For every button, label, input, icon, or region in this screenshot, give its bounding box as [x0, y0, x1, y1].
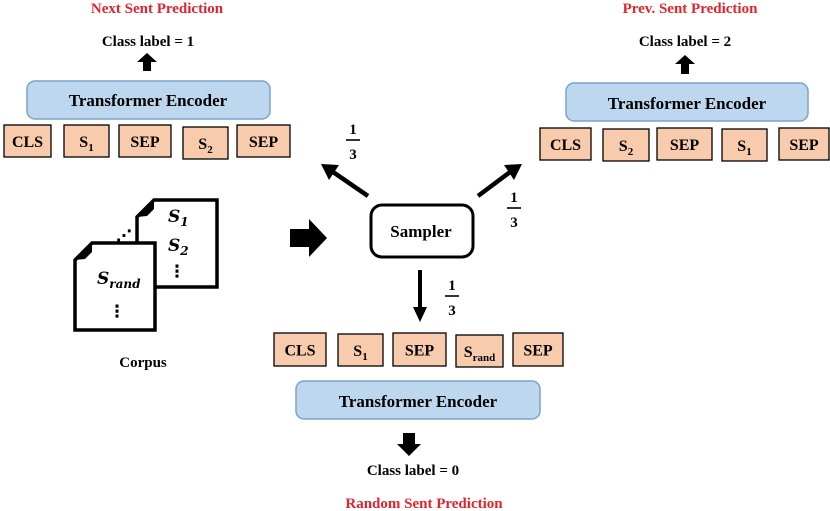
- token-box: [118, 124, 172, 158]
- corpus-back-corner-dots: ⋰: [116, 226, 132, 245]
- next-sent-up-arrow: [137, 53, 157, 71]
- token-box: [602, 128, 650, 162]
- token-box: [63, 124, 110, 158]
- prob-right-denominator: 3: [510, 215, 518, 231]
- random-sent-down-arrow: [397, 433, 421, 456]
- sampler-arrow-right-head: [504, 164, 522, 180]
- prev-sent-panel: Prev. Sent Prediction Class label = 2 Tr…: [539, 1, 830, 162]
- sampler-arrow-down-head: [413, 307, 427, 322]
- token-label: S2: [198, 136, 213, 156]
- corpus-back-line1: S1: [168, 207, 189, 229]
- prob-down: 1 3: [445, 278, 459, 319]
- random-sent-encoder-box: [295, 380, 541, 420]
- token-label: S2: [619, 138, 634, 158]
- token-label: SEP: [670, 137, 700, 154]
- token-sep: SEP: [392, 332, 447, 367]
- token-box: [656, 127, 713, 161]
- token-box: [778, 127, 830, 161]
- corpus-group: S1 S2 ⋮ ⋰ Srand ⋮ Corpus: [73, 198, 219, 371]
- prob-left-denominator: 3: [349, 147, 357, 163]
- token-sep: SEP: [236, 124, 291, 158]
- token-label: SEP: [789, 137, 819, 154]
- next-sent-token-row: CLS S1 SEP S2 SEP: [3, 124, 291, 160]
- token-box: [273, 332, 327, 367]
- token-label: CLS: [284, 343, 315, 360]
- token-s1: S1: [337, 333, 384, 367]
- prev-sent-encoder-label: Transformer Encoder: [608, 94, 767, 113]
- sampler-arrow-left-head: [321, 164, 339, 180]
- token-label: CLS: [12, 134, 43, 151]
- token-label: CLS: [550, 137, 581, 154]
- random-sent-token-row: CLS S1 SEP Srand SEP: [273, 332, 564, 368]
- corpus-back-dots: ⋮: [169, 262, 186, 282]
- token-label: S1: [737, 138, 751, 158]
- sampler-arrow-left: [331, 170, 370, 198]
- next-sent-title: Next Sent Prediction: [91, 1, 224, 17]
- token-cls: CLS: [539, 127, 592, 161]
- prob-down-numerator: 1: [448, 278, 456, 294]
- next-sent-class-label: Class label = 1: [102, 34, 194, 50]
- token-box: [182, 126, 229, 160]
- corpus-label: Corpus: [119, 355, 167, 371]
- sampler-group: Sampler 1 3 1 3 1 3: [290, 122, 522, 322]
- token-box: [337, 333, 384, 367]
- prob-down-denominator: 3: [448, 303, 456, 319]
- token-label: S1: [79, 134, 93, 154]
- prev-sent-encoder-box: [565, 82, 809, 122]
- token-box: [236, 124, 291, 158]
- prob-left-numerator: 1: [349, 122, 357, 138]
- token-s2: S2: [602, 128, 650, 162]
- prev-sent-title: Prev. Sent Prediction: [623, 1, 759, 17]
- next-sent-encoder-box: [26, 80, 271, 120]
- token-sep: SEP: [512, 332, 564, 367]
- sampler-arrow-right: [476, 170, 512, 198]
- sampler-box: [369, 203, 475, 259]
- token-label: SEP: [130, 134, 160, 151]
- token-label: SEP: [405, 343, 435, 360]
- token-sep: SEP: [778, 127, 830, 161]
- token-s1: S1: [721, 128, 768, 162]
- corpus-front-dots: ⋮: [109, 302, 126, 322]
- prev-sent-token-row: CLS S2 SEP S1 SEP: [539, 127, 830, 162]
- token-label: SEP: [249, 134, 279, 151]
- token-box: [455, 334, 504, 368]
- corpus-to-sampler-arrow: [290, 219, 327, 257]
- token-s2: S2: [182, 126, 229, 160]
- token-sep: SEP: [656, 127, 713, 161]
- token-sep: SEP: [118, 124, 172, 158]
- token-srand: Srand: [455, 334, 504, 368]
- random-sent-title: Random Sent Prediction: [345, 496, 503, 511]
- prob-left: 1 3: [346, 122, 360, 163]
- token-box: [539, 127, 592, 161]
- prob-right-numerator: 1: [510, 190, 518, 206]
- prev-sent-up-arrow: [675, 55, 695, 74]
- token-label: Srand: [464, 344, 496, 364]
- random-sent-encoder-label: Transformer Encoder: [339, 392, 498, 411]
- token-cls: CLS: [273, 332, 327, 367]
- next-sent-panel: Next Sent Prediction Class label = 1 Tra…: [3, 1, 291, 160]
- corpus-back-line2: S2: [168, 236, 189, 258]
- next-sent-encoder-label: Transformer Encoder: [69, 91, 228, 110]
- token-label: S1: [353, 343, 367, 363]
- token-box: [512, 332, 564, 367]
- token-box: [392, 332, 447, 367]
- random-sent-class-label: Class label = 0: [367, 463, 459, 479]
- random-sent-panel: CLS S1 SEP Srand SEP Transformer Encoder Cla…: [273, 332, 564, 511]
- corpus-back-page: S1 S2 ⋮ ⋰: [116, 198, 219, 289]
- token-cls: CLS: [3, 124, 52, 158]
- prev-sent-class-label: Class label = 2: [639, 34, 731, 50]
- token-label: SEP: [523, 343, 553, 360]
- token-box: [3, 124, 52, 158]
- corpus-front-page: Srand ⋮: [73, 241, 157, 332]
- token-s1: S1: [63, 124, 110, 158]
- sampler-label: Sampler: [390, 222, 452, 241]
- token-box: [721, 128, 768, 162]
- corpus-front-line: Srand: [97, 269, 141, 291]
- prob-right: 1 3: [507, 190, 521, 231]
